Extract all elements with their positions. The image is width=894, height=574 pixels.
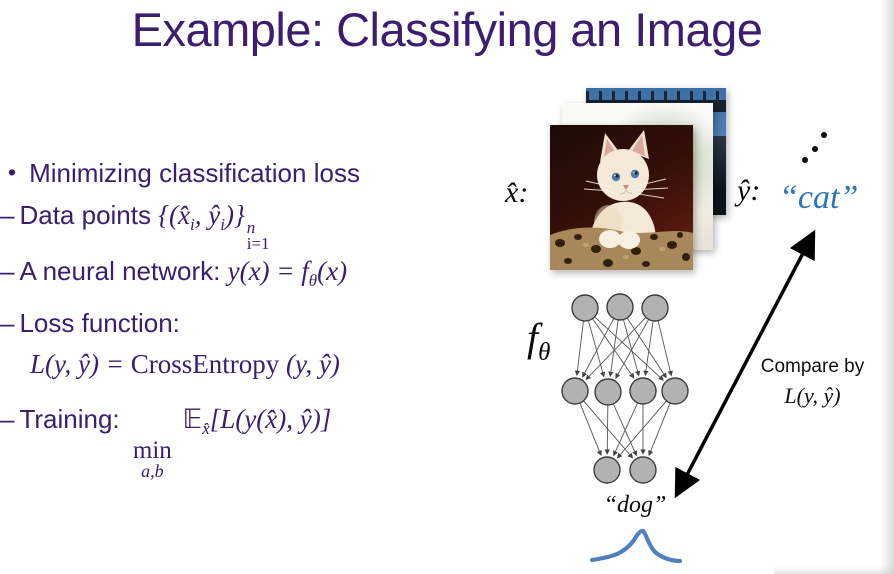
bullet-loss-function: –Loss function: [0,308,180,339]
theta-subscript: θ [538,339,551,366]
bridge-railing [586,91,726,100]
loss-function-formula: L(y, ŷ) = CrossEntropy (y, ŷ) [30,349,340,380]
dash-marker: – [0,200,15,230]
math-subscript: x̂ [202,419,210,439]
example-photo-cat [550,125,693,270]
f-theta-network-label: fθ [527,314,550,367]
math-segment: 𝔼 [175,404,203,434]
math-segment: y(x) = f [227,256,309,286]
math-superscript: n [246,218,256,238]
math-segment: L(y, ŷ) = [30,349,131,379]
math-segment: (y, ŷ) [285,349,340,379]
math-subscript: i=1 [246,234,270,254]
dash-marker: – [0,404,15,434]
cat-illustration [550,125,693,270]
y-hat-output-label: ŷ: [737,174,761,207]
bullet-text: A neural network: [19,256,228,286]
math-subscript: θ [308,271,318,291]
math-segment: )} [224,200,245,230]
math-segment: {(x̂ [158,200,190,230]
bullet-text: Loss function: [19,308,180,338]
min-label: min [132,436,172,464]
bullet-text: Minimizing classification loss [29,158,360,188]
network-output-dog-label: “dog” [603,492,667,518]
slide-bottom-edge-shadow [774,566,894,574]
math-roman-segment: CrossEntropy [130,349,286,379]
math-segment: , ŷ [194,200,221,230]
slide-right-edge-shadow [880,0,894,574]
bullet-text: Data points [19,200,159,230]
bullet-minimizing-loss: • Minimizing classification loss [8,158,360,189]
x-hat-input-label: x̂: [505,176,529,209]
f-label: f [527,315,539,360]
compare-double-arrow [674,229,816,499]
math-subscript: i [220,215,225,235]
output-distribution-curve [589,528,683,564]
math-segment: (x) [317,256,348,286]
bullet-marker: • [8,159,17,185]
math-segment: [L(y(x̂), ŷ)] [209,404,332,434]
dash-marker: – [0,256,15,286]
dash-marker: – [0,308,15,338]
predicted-class-cat-label: “cat” [779,179,859,216]
bullet-text: Training: [19,404,127,434]
min-subscript: a,b [141,460,164,481]
math-subscript: i [190,215,195,235]
slide-title: Example: Classifying an Image [131,3,763,56]
bullet-neural-network: –A neural network: y(x) = fθ(x) [0,256,347,291]
diagonal-ellipsis-icon [802,132,830,166]
